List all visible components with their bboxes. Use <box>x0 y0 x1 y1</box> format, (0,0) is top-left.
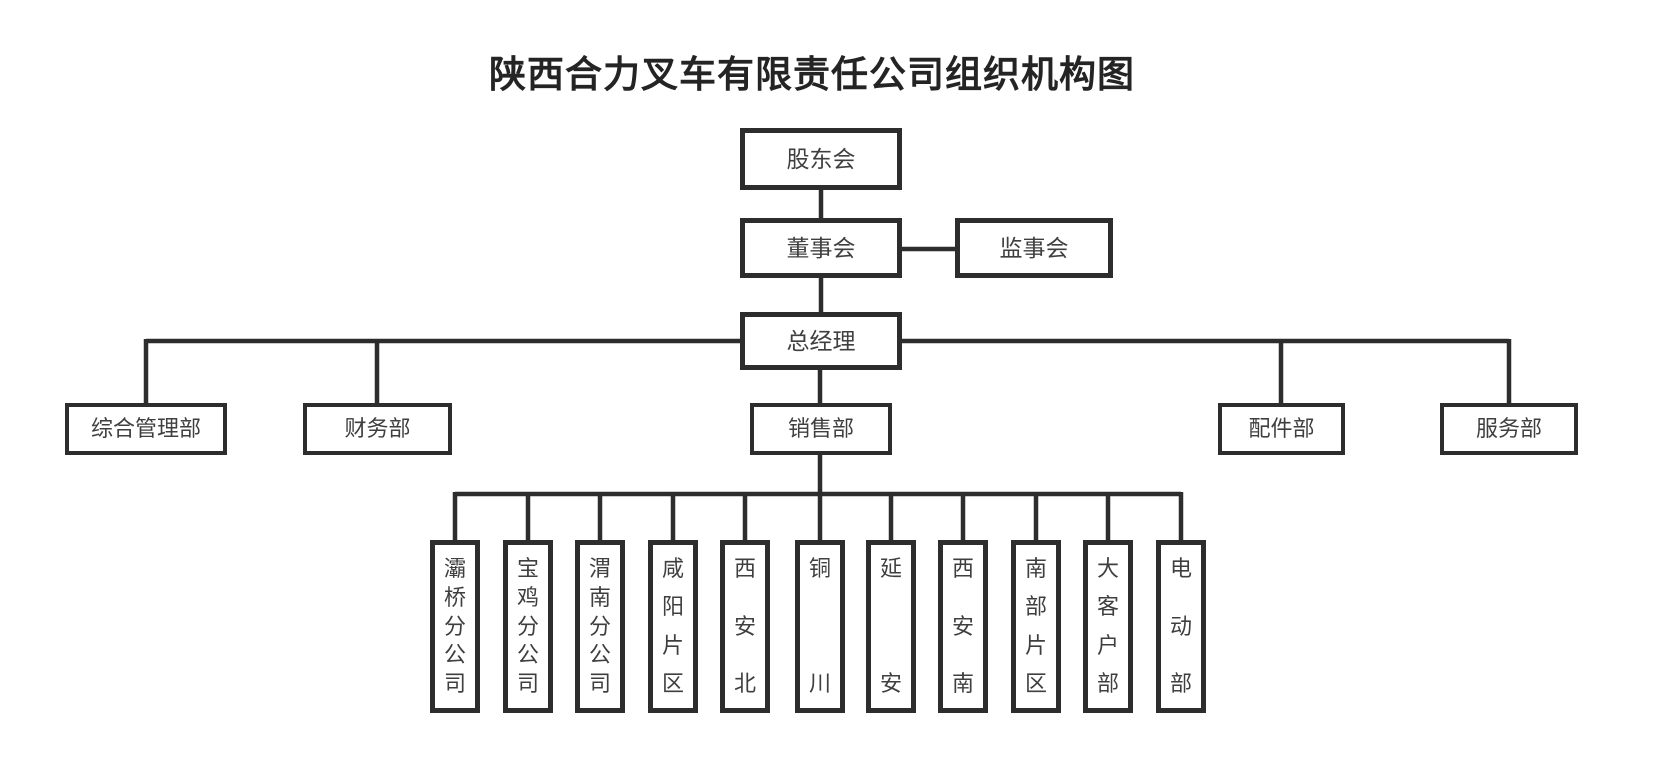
node-area-xian-north: 西安北 <box>720 540 770 713</box>
node-branch-baqiao: 灞桥分公司 <box>430 540 480 713</box>
node-supervisory-board: 监事会 <box>955 218 1113 278</box>
node-branch-weinan: 渭南分公司 <box>575 540 625 713</box>
node-shareholders-meeting: 股东会 <box>740 128 902 190</box>
node-general-manager: 总经理 <box>740 312 902 370</box>
node-area-tongchuan: 铜川 <box>795 540 845 713</box>
node-dept-general-admin: 综合管理部 <box>65 403 227 455</box>
node-dept-parts: 配件部 <box>1218 403 1345 455</box>
node-area-yanan: 延安 <box>866 540 916 713</box>
node-dept-finance: 财务部 <box>303 403 452 455</box>
node-dept-electric: 电动部 <box>1156 540 1206 713</box>
node-area-southern: 南部片区 <box>1011 540 1061 713</box>
node-dept-key-accounts: 大客户部 <box>1083 540 1133 713</box>
node-board-of-directors: 董事会 <box>740 218 902 278</box>
node-dept-sales: 销售部 <box>750 403 892 455</box>
node-dept-service: 服务部 <box>1440 403 1578 455</box>
node-branch-baoji: 宝鸡分公司 <box>503 540 553 713</box>
node-area-xianyang: 咸阳片区 <box>648 540 698 713</box>
node-area-xian-south: 西安南 <box>938 540 988 713</box>
org-chart-title: 陕西合力叉车有限责任公司组织机构图 <box>489 54 1135 95</box>
